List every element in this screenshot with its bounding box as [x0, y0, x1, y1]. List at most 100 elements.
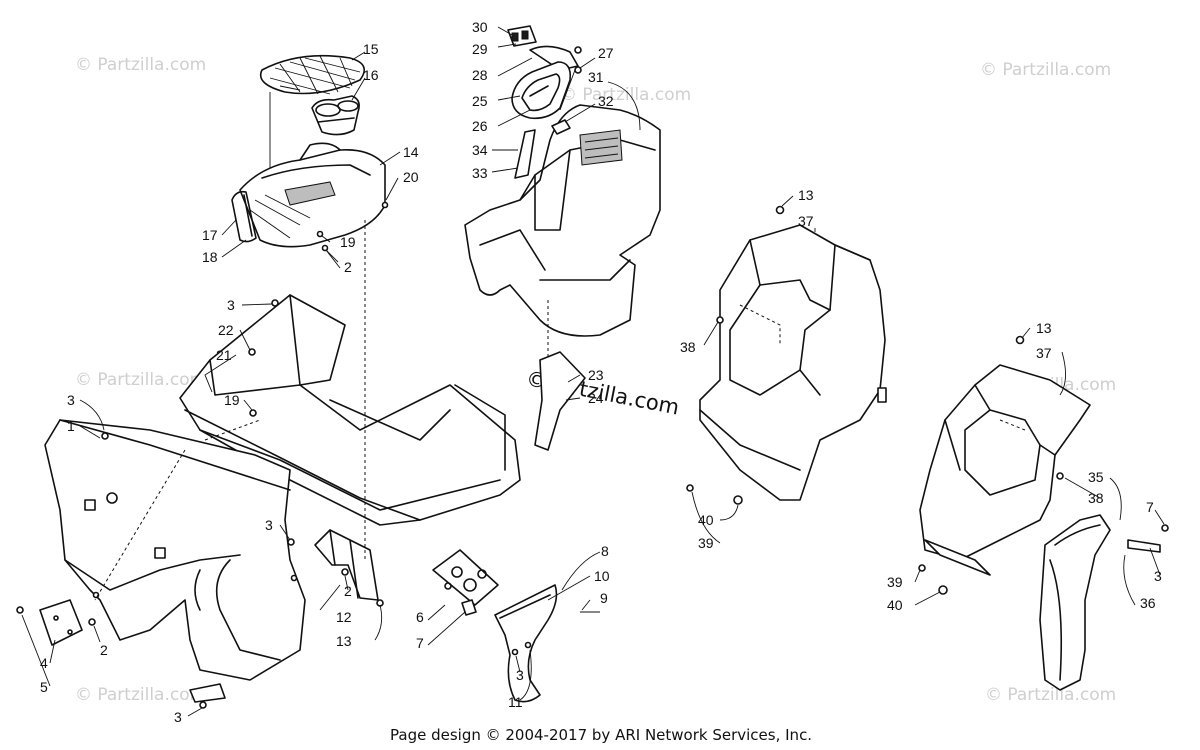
callout-33: 33 — [472, 165, 488, 181]
washer-icon — [938, 585, 948, 595]
part-31-center-console — [464, 104, 661, 337]
callout-38: 38 — [1088, 490, 1104, 506]
callout-39: 39 — [698, 535, 714, 551]
callout-2: 2 — [100, 642, 108, 658]
screw-icon — [775, 205, 785, 215]
screw-icon — [574, 46, 582, 54]
part-37-right-box — [919, 364, 1091, 576]
screw-icon — [199, 701, 207, 709]
screw-icon — [918, 564, 926, 572]
callout-27: 27 — [598, 45, 614, 61]
fasteners — [16, 46, 1169, 709]
screw-icon — [321, 244, 329, 252]
callout-37: 37 — [798, 213, 814, 229]
callout-21: 21 — [216, 347, 232, 363]
callout-7: 7 — [416, 635, 424, 651]
watermark: © Partzilla.com — [75, 685, 206, 705]
callout-3: 3 — [227, 297, 235, 313]
callout-38: 38 — [680, 339, 696, 355]
callout-35: 35 — [1088, 469, 1104, 485]
callout-34: 34 — [472, 142, 488, 158]
callout-3: 3 — [265, 517, 273, 533]
callout-19: 19 — [340, 234, 356, 250]
callout-22: 22 — [218, 322, 234, 338]
callout-labels: 30 29 28 25 26 27 31 32 34 33 15 16 14 2… — [40, 19, 1162, 725]
callout-37: 37 — [1036, 345, 1052, 361]
callout-15: 15 — [363, 41, 379, 57]
screw-icon — [716, 316, 724, 324]
screw-icon — [316, 230, 324, 238]
callout-31: 31 — [588, 69, 604, 85]
watermark: © Partzilla.com — [980, 60, 1111, 80]
watermark: © Partzilla.com — [75, 55, 206, 75]
callout-3: 3 — [174, 709, 182, 725]
part-16-cup-holder — [311, 95, 360, 136]
screw-icon — [287, 538, 295, 546]
washer-icon — [733, 495, 743, 505]
callout-3: 3 — [516, 667, 524, 683]
callout-40: 40 — [887, 597, 903, 613]
callout-6: 6 — [416, 609, 424, 625]
watermark: © Partzilla.com — [985, 685, 1116, 705]
screw-icon — [248, 348, 256, 356]
callout-18: 18 — [202, 249, 218, 265]
callout-32: 32 — [598, 93, 614, 109]
callout-12: 12 — [336, 609, 352, 625]
screw-icon — [524, 641, 532, 649]
screw-icon — [16, 606, 24, 614]
screw-icon — [1161, 524, 1169, 532]
watermark: © Partzilla.com — [560, 85, 691, 105]
screw-icon — [249, 409, 257, 417]
callout-24: 24 — [588, 390, 604, 406]
screw-icon — [381, 201, 389, 209]
copyright-footer: Page design © 2004-2017 by ARI Network S… — [390, 726, 812, 744]
callout-7: 7 — [1146, 499, 1154, 515]
callout-3: 3 — [67, 392, 75, 408]
screw-icon — [511, 648, 519, 656]
screw-icon — [88, 618, 96, 626]
callout-2: 2 — [344, 259, 352, 275]
callout-1: 1 — [67, 418, 75, 434]
callout-17: 17 — [202, 227, 218, 243]
screw-icon — [1015, 335, 1025, 345]
part-8-mud-flap — [494, 584, 600, 703]
callout-19: 19 — [224, 392, 240, 408]
callout-10: 10 — [594, 568, 610, 584]
part-36-side-fender — [1039, 514, 1161, 691]
callout-40: 40 — [698, 512, 714, 528]
screw-icon — [341, 568, 349, 576]
callout-8: 8 — [601, 543, 609, 559]
callout-28: 28 — [472, 67, 488, 83]
callout-3: 3 — [1154, 568, 1162, 584]
screw-icon — [271, 299, 279, 307]
callout-20: 20 — [403, 169, 419, 185]
part-25-shift-plate — [507, 25, 582, 120]
part-21-floor-pan — [179, 294, 521, 526]
callout-14: 14 — [403, 144, 419, 160]
part-23-fender-flap — [534, 300, 586, 451]
callout-13: 13 — [798, 187, 814, 203]
callout-26: 26 — [472, 118, 488, 134]
callout-23: 23 — [588, 367, 604, 383]
leader-lines — [21, 26, 1165, 717]
part-1-front-panel — [39, 419, 306, 703]
callout-36: 36 — [1140, 595, 1156, 611]
callout-13: 13 — [1036, 320, 1052, 336]
callout-9: 9 — [600, 590, 608, 606]
screw-icon — [1056, 472, 1064, 480]
callout-29: 29 — [472, 41, 488, 57]
callout-39: 39 — [887, 574, 903, 590]
callout-11: 11 — [508, 694, 523, 710]
callout-16: 16 — [363, 67, 379, 83]
screw-icon — [686, 484, 694, 492]
callout-5: 5 — [40, 679, 48, 695]
part-15-mesh-lid — [260, 54, 366, 190]
part-37-side-box — [699, 224, 887, 501]
watermark: © Partzilla.com — [75, 370, 206, 390]
callout-4: 4 — [40, 655, 48, 671]
callout-13: 13 — [336, 633, 352, 649]
callout-25: 25 — [472, 93, 488, 109]
screw-icon — [290, 574, 298, 582]
screw-icon — [101, 432, 109, 440]
